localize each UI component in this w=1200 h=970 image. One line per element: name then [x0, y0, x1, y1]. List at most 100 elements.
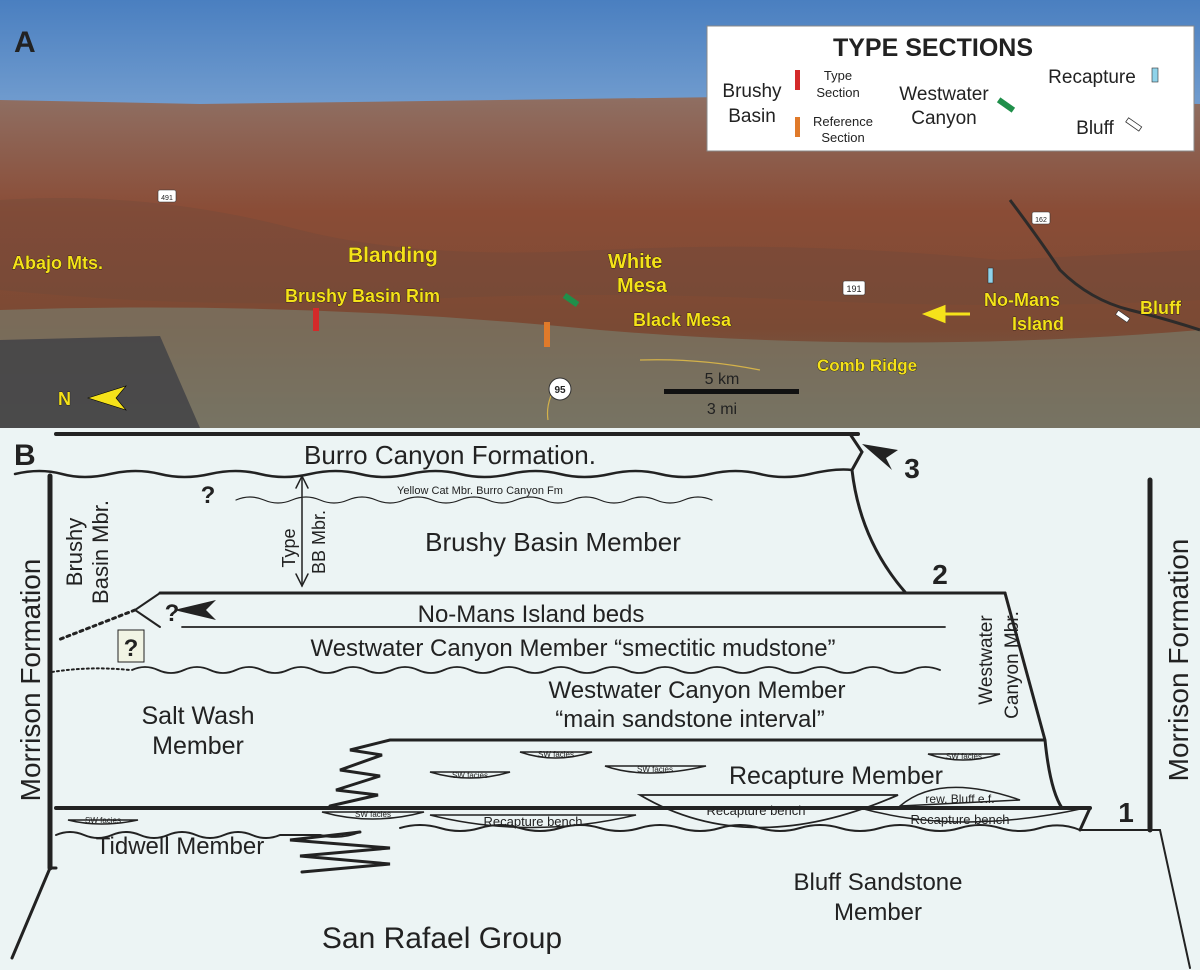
- burro-canyon-formation: Burro Canyon Formation.: [304, 440, 596, 470]
- label-bluff: Bluff: [1140, 298, 1182, 318]
- question-mark-no-mans: ?: [165, 600, 180, 627]
- bluff-marker: [1115, 309, 1131, 323]
- san-rafael-group: San Rafael Group: [322, 922, 562, 955]
- no-mans-island-beds: No-Mans Island beds: [418, 601, 645, 628]
- north-arrow: N: [58, 385, 127, 411]
- terrain-shading: [0, 198, 1200, 305]
- westwater-main-2: “main sandstone interval”: [555, 706, 824, 733]
- legend-ref-1: Reference: [813, 114, 873, 129]
- svg-text:491: 491: [161, 195, 173, 202]
- westwater-main-1: Westwater Canyon Member: [549, 677, 846, 704]
- label-white-mesa-1: White: [608, 251, 662, 273]
- sw-facies-2: SW facies: [355, 810, 391, 819]
- svg-text:191: 191: [846, 284, 861, 294]
- sw-facies-3: SW facies: [538, 750, 574, 759]
- shadow-area: [0, 336, 200, 428]
- smectitic-mudstone: Westwater Canyon Member “smectitic mudst…: [310, 635, 835, 662]
- north-label: N: [58, 389, 71, 409]
- sw-facies-4: SW facies: [452, 771, 488, 780]
- scale-mi: 3 mi: [707, 401, 737, 418]
- salt-wash-1: Salt Wash: [141, 702, 254, 730]
- recapture-bench-2: Recapture bench: [706, 803, 805, 818]
- panel-b-stratigraphic-diagram: B: [0, 428, 1200, 970]
- svg-text:95: 95: [554, 385, 566, 396]
- yellow-cat-member: Yellow Cat Mbr. Burro Canyon Fm: [397, 485, 563, 497]
- panel-b-letter: B: [14, 439, 36, 472]
- road-shield-162: 162: [1031, 211, 1051, 225]
- road-shield-191: 191: [842, 280, 866, 296]
- legend-westwater-1: Westwater: [899, 84, 989, 105]
- type-sections-legend: TYPE SECTIONS Brushy Basin Type Section …: [706, 25, 1195, 152]
- recapture-swatch: [1151, 67, 1159, 83]
- type-section-swatch: [795, 70, 800, 90]
- level-3-arrowhead: [862, 444, 898, 470]
- scale-bar: 5 km 3 mi: [664, 371, 799, 418]
- question-box: [117, 629, 145, 663]
- label-brushy-basin-rim: Brushy Basin Rim: [285, 286, 440, 306]
- tidwell-member: Tidwell Member: [96, 833, 264, 860]
- no-mans-arrowhead: [174, 600, 216, 620]
- label-no-mans-1: No-Mans: [984, 290, 1060, 310]
- label-no-mans-2: Island: [1012, 314, 1064, 334]
- stratigraphic-lines: [10, 432, 1191, 969]
- legend-ref-2: Section: [821, 130, 864, 145]
- legend-westwater-2: Canyon: [911, 108, 977, 129]
- salt-wash-2: Member: [152, 732, 244, 760]
- legend-type-2: Section: [816, 85, 859, 100]
- bluff-swatch: [1125, 117, 1143, 132]
- panel-a-aerial-view: A TYPE SECTIONS Brushy Basin Type Sectio…: [0, 0, 1200, 428]
- legend-bluff: Bluff: [1076, 118, 1114, 139]
- scale-km: 5 km: [705, 371, 740, 388]
- legend-box: [706, 25, 1195, 152]
- panel-b-background: [0, 428, 1200, 970]
- recapture-member: Recapture Member: [729, 762, 943, 790]
- recapture-marker: [987, 267, 994, 284]
- label-white-mesa-2: Mesa: [617, 275, 668, 297]
- reference-section-swatch: [795, 117, 800, 137]
- brushy-basin-mbr-1: Brushy: [62, 518, 87, 586]
- brushy-basin-member: Brushy Basin Member: [425, 527, 681, 557]
- sw-facies-6: SW facies: [946, 752, 982, 761]
- legend-recapture: Recapture: [1048, 67, 1136, 88]
- boundary-number-1: 1: [1118, 797, 1134, 828]
- reference-section-marker: [544, 322, 550, 347]
- foreground-plain: [0, 307, 1200, 428]
- label-abajo-mts: Abajo Mts.: [12, 253, 103, 273]
- legend-title: TYPE SECTIONS: [833, 34, 1033, 62]
- morrison-formation-left: Morrison Formation: [15, 559, 46, 802]
- legend-type-1: Type: [824, 68, 852, 83]
- question-mark-top: ?: [201, 482, 216, 509]
- westwater-marker: [562, 292, 580, 308]
- westwater-canyon-mbr-1: Westwater: [976, 615, 997, 705]
- no-mans-arrow: [921, 304, 970, 324]
- bluff-sandstone-1: Bluff Sandstone: [793, 869, 962, 896]
- morrison-formation-right: Morrison Formation: [1163, 539, 1194, 782]
- westwater-canyon-mbr-2: Canyon Mbr.: [1002, 611, 1023, 719]
- svg-text:162: 162: [1035, 217, 1047, 224]
- sw-facies-5: SW facies: [637, 765, 673, 774]
- type-bb-label-2: BB Mbr.: [309, 510, 329, 574]
- road-shield-95: 95: [548, 377, 572, 401]
- legend-brushy-2: Basin: [728, 106, 776, 127]
- brushy-basin-mbr-2: Basin Mbr.: [88, 500, 113, 604]
- label-comb-ridge: Comb Ridge: [817, 356, 917, 375]
- recapture-bench-1: Recapture bench: [483, 814, 582, 829]
- label-blanding: Blanding: [348, 244, 438, 267]
- bluff-sandstone-2: Member: [834, 899, 922, 926]
- type-bb-label-1: Type: [279, 528, 299, 567]
- westwater-swatch: [996, 97, 1016, 113]
- road-shield-491: 491: [157, 189, 177, 203]
- panel-a-letter: A: [14, 26, 36, 59]
- label-black-mesa: Black Mesa: [633, 310, 732, 330]
- recapture-bench-3: Recapture bench: [910, 812, 1009, 827]
- type-section-marker: [313, 308, 319, 331]
- canyon-line: [1008, 199, 1200, 332]
- sw-facies-1: SW facies: [85, 816, 121, 825]
- boundary-number-3: 3: [904, 453, 920, 484]
- question-mark-box: ?: [124, 635, 139, 662]
- rew-bluff: rew. Bluff e.f.: [925, 792, 994, 806]
- boundary-number-2: 2: [932, 559, 948, 590]
- legend-brushy-1: Brushy: [722, 81, 782, 102]
